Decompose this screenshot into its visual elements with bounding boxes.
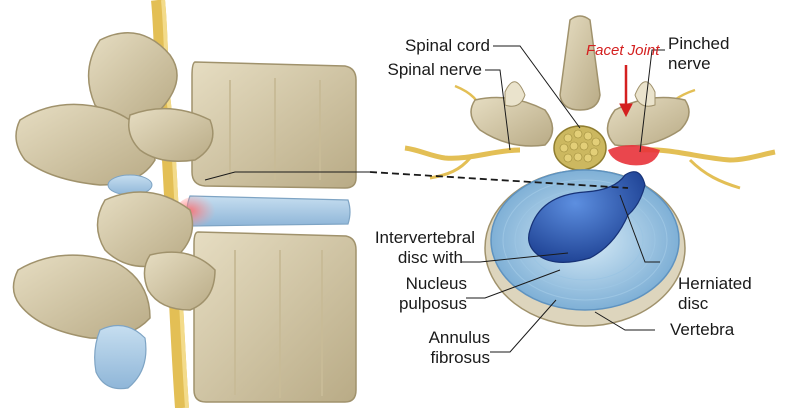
- pedicle-mid: [143, 251, 216, 311]
- label-intervertebral-2: disc with: [397, 248, 463, 267]
- label-spinal-cord: Spinal cord: [404, 36, 490, 55]
- leader-lines: [204, 45, 665, 353]
- side-view-spine: [12, 0, 357, 408]
- label-vertebra: Vertebra: [670, 320, 735, 339]
- cord-fibers: [559, 129, 601, 163]
- label-pinched-nerve-2: nerve: [668, 54, 711, 73]
- spinous-process-mid: [12, 254, 151, 339]
- spinal-nerve-left: [404, 145, 521, 161]
- spinal-nerve-right: [639, 147, 776, 163]
- label-nucleus-1: Nucleus: [405, 274, 467, 293]
- label-annulus-1: Annulus: [428, 328, 490, 347]
- label-pinched-nerve-1: Pinched: [668, 34, 730, 53]
- lower-vertebral-body: [193, 231, 357, 403]
- label-herniated-1: Herniated: [678, 274, 752, 293]
- label-annulus-2: fibrosus: [430, 348, 490, 367]
- nucleus-pulposus-axial: [528, 171, 646, 263]
- label-spinal-nerve: Spinal nerve: [387, 60, 482, 79]
- label-facet-joint: Facet Joint: [586, 42, 660, 59]
- label-herniated-2: disc: [678, 294, 709, 313]
- reference-dash-line: [369, 171, 629, 189]
- axial-view-vertebra: [404, 15, 776, 327]
- spinous-process-axial: [559, 15, 601, 111]
- label-nucleus-2: pulposus: [398, 294, 467, 313]
- pinched-nerve-inflamed: [608, 145, 660, 166]
- label-intervertebral-1: Intervertebral: [374, 228, 475, 247]
- pedicle-top: [128, 107, 214, 162]
- facet-lower: [94, 324, 147, 390]
